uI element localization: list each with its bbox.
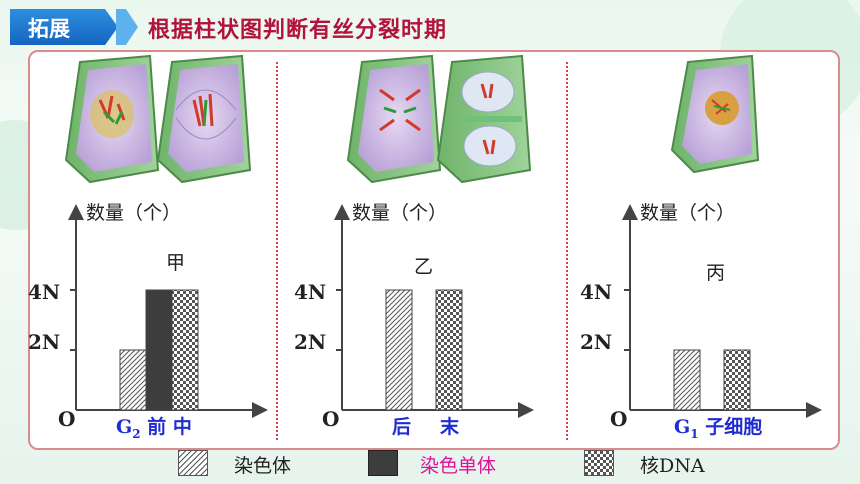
- section-tab-label: 拓展: [28, 17, 70, 41]
- bar-chromatid: [145, 289, 173, 411]
- bar-dna: [723, 349, 751, 411]
- origin-label: O: [322, 407, 340, 431]
- tick-label: 4N: [294, 280, 327, 304]
- tick-label: 2N: [580, 330, 613, 354]
- bar-dna: [171, 289, 199, 411]
- section-tab: 拓展: [10, 9, 118, 45]
- tick-label: 4N: [28, 280, 61, 304]
- x-axis-label: G1 子细胞: [674, 416, 763, 441]
- legend-label-dna: 核DNA: [640, 455, 705, 477]
- y-axis-label: 数量（个）: [640, 202, 736, 224]
- cell-illustrations: [64, 54, 760, 184]
- legend-label-chromosome: 染色体: [234, 455, 292, 477]
- dotted-divider: [276, 62, 278, 440]
- x-axis-label: G2 前 中: [116, 416, 192, 441]
- x-axis-label: 后: [392, 416, 412, 438]
- bar-chromosome: [673, 349, 701, 411]
- origin-label: O: [58, 407, 76, 431]
- legend-swatch-chromosome: [178, 450, 208, 476]
- origin-label: O: [610, 407, 628, 431]
- legend-swatch-dna: [584, 450, 614, 476]
- legend-swatch-chromatid: [368, 450, 398, 476]
- bar-chromosome: [385, 289, 413, 411]
- slide-title: 根据柱状图判断有丝分裂时期: [148, 17, 448, 43]
- tick-label: 2N: [28, 330, 61, 354]
- y-axis-label: 数量（个）: [86, 202, 182, 224]
- cell-diagram-icon: [346, 54, 442, 184]
- cell-diagram-icon: [156, 54, 252, 184]
- bar-chromosome: [119, 349, 147, 411]
- group-label: 丙: [706, 262, 726, 284]
- legend-label-chromatid: 染色单体: [420, 455, 497, 477]
- bar-dna: [435, 289, 463, 411]
- x-axis-label: 末: [440, 416, 460, 438]
- group-label: 乙: [414, 256, 434, 278]
- group-label: 甲: [166, 252, 186, 274]
- cell-diagram-icon: [64, 54, 160, 184]
- tick-label: 4N: [580, 280, 613, 304]
- dotted-divider: [566, 62, 568, 440]
- cell-diagram-icon: [670, 54, 760, 174]
- y-axis-label: 数量（个）: [352, 202, 448, 224]
- cell-diagram-icon: [436, 54, 532, 184]
- tick-label: 2N: [294, 330, 327, 354]
